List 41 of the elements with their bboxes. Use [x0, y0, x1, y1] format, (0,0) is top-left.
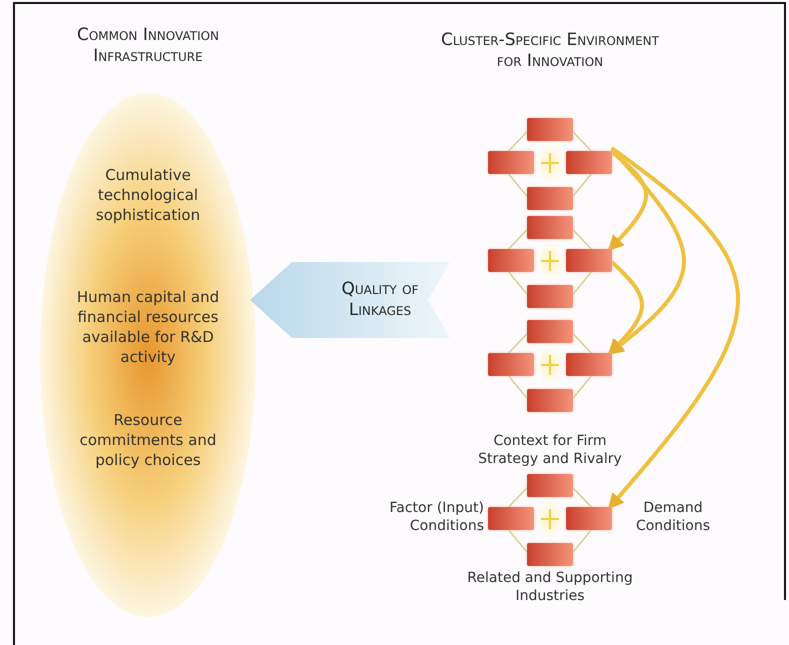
- block: [566, 353, 612, 376]
- infrastructure-text: Resource commitments and policy choices: [78, 410, 218, 470]
- connector-line: [508, 375, 528, 399]
- connector-line: [508, 173, 528, 197]
- condition-label: Related and Supporting Industries: [466, 569, 634, 605]
- connector-line: [572, 375, 592, 399]
- connector-line: [572, 229, 592, 250]
- curved-arrow: [608, 261, 644, 356]
- curved-arrow: [608, 151, 648, 252]
- connector-line: [508, 271, 528, 295]
- connector-line: [572, 333, 592, 354]
- linkage-label: Quality of Linkages: [340, 279, 420, 321]
- block: [488, 151, 534, 174]
- block: [488, 249, 534, 272]
- infrastructure-text: Cumulative technological sophistication: [94, 165, 202, 225]
- block: [527, 216, 573, 239]
- condition-label: Factor (Input) Conditions: [388, 499, 484, 535]
- connector-line: [508, 333, 528, 354]
- block: [527, 118, 573, 141]
- column-heading: Cluster-Specific Environment for Innovation: [440, 30, 660, 72]
- column-heading: Common Innovation Infrastructure: [76, 25, 220, 67]
- condition-label: Context for Firm Strategy and Rivalry: [477, 432, 623, 468]
- connector-line: [572, 529, 592, 553]
- block: [488, 353, 534, 376]
- connector-line: [572, 487, 592, 508]
- connector-line: [508, 487, 528, 508]
- block: [527, 320, 573, 343]
- block: [566, 151, 612, 174]
- curved-arrow: [608, 147, 740, 510]
- block: [527, 187, 573, 210]
- block: [566, 249, 612, 272]
- condition-label: Demand Conditions: [634, 499, 712, 535]
- connector-line: [572, 173, 592, 197]
- connector-line: [572, 131, 592, 152]
- connector-line: [508, 131, 528, 152]
- connector-line: [572, 271, 592, 295]
- infrastructure-text: Human capital and financial resources available for R&D activity: [76, 287, 220, 367]
- block: [527, 285, 573, 308]
- block: [527, 389, 573, 412]
- connector-line: [508, 529, 528, 553]
- connector-line: [508, 229, 528, 250]
